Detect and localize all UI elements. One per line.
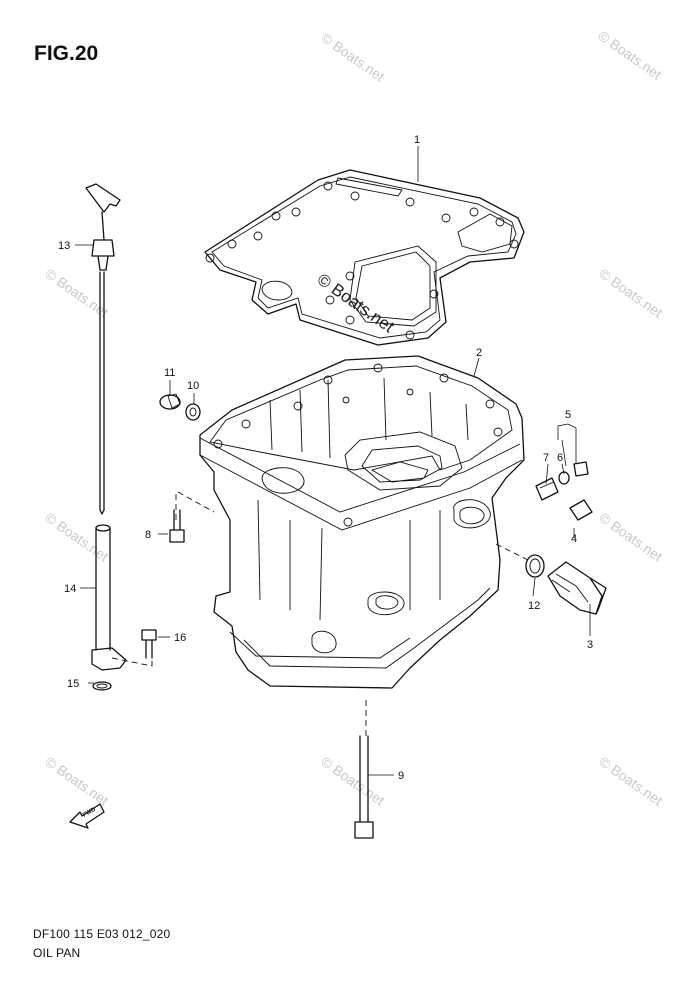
- callout-11: 11: [164, 367, 175, 379]
- callout-9: 9: [398, 770, 404, 782]
- watermark-center: © Boats.net: [314, 270, 398, 337]
- plug-4: [569, 461, 593, 521]
- watermark: © Boats.net: [595, 27, 664, 82]
- callout-3: 3: [587, 639, 593, 651]
- watermark: © Boats.net: [596, 509, 665, 564]
- watermark: © Boats.net: [318, 753, 387, 808]
- union-7: [535, 477, 559, 501]
- dipstick-guide-14: [91, 524, 127, 671]
- figure-title: FIG.20: [34, 42, 99, 65]
- callout-labels: 1 2 3 4 5 6 7 8 9 10 11 12 13 14 15 16: [58, 134, 593, 782]
- watermark: © Boats.net: [318, 29, 387, 84]
- gasket-1: [204, 169, 525, 346]
- bolt-9: [354, 735, 374, 839]
- o-ring-15: [92, 681, 112, 691]
- callout-13: 13: [58, 240, 70, 252]
- bolt-16: [141, 629, 157, 659]
- callout-14: 14: [64, 583, 76, 595]
- fwd-arrow-icon: FWD: [69, 803, 105, 829]
- bolt-8: [169, 509, 185, 543]
- callout-1: 1: [414, 134, 420, 146]
- callout-7: 7: [543, 452, 549, 464]
- callout-2: 2: [476, 347, 482, 359]
- callout-8: 8: [145, 529, 151, 541]
- callout-4: 4: [571, 533, 577, 545]
- watermark: © Boats.net: [42, 509, 111, 564]
- callout-5: 5: [565, 409, 571, 421]
- callout-15: 15: [67, 678, 79, 690]
- o-ring-12: [525, 554, 545, 578]
- drain-plug-3: [547, 561, 607, 615]
- dipstick-13: [85, 183, 121, 515]
- callout-16: 16: [174, 632, 186, 644]
- washer-10: [185, 403, 201, 421]
- watermark: © Boats.net: [42, 265, 111, 320]
- figure-code: DF100 115 E03 012_020: [33, 927, 171, 941]
- figure-name: OIL PAN: [33, 946, 81, 960]
- callout-10: 10: [187, 380, 199, 392]
- oil-pan-2: [199, 355, 525, 689]
- watermark: © Boats.net: [42, 753, 111, 808]
- callout-12: 12: [528, 600, 540, 612]
- callout-6: 6: [557, 452, 563, 464]
- watermark: © Boats.net: [596, 753, 665, 808]
- watermark: © Boats.net: [596, 265, 665, 320]
- leader-lines: [75, 146, 591, 776]
- plug-11: [159, 393, 181, 410]
